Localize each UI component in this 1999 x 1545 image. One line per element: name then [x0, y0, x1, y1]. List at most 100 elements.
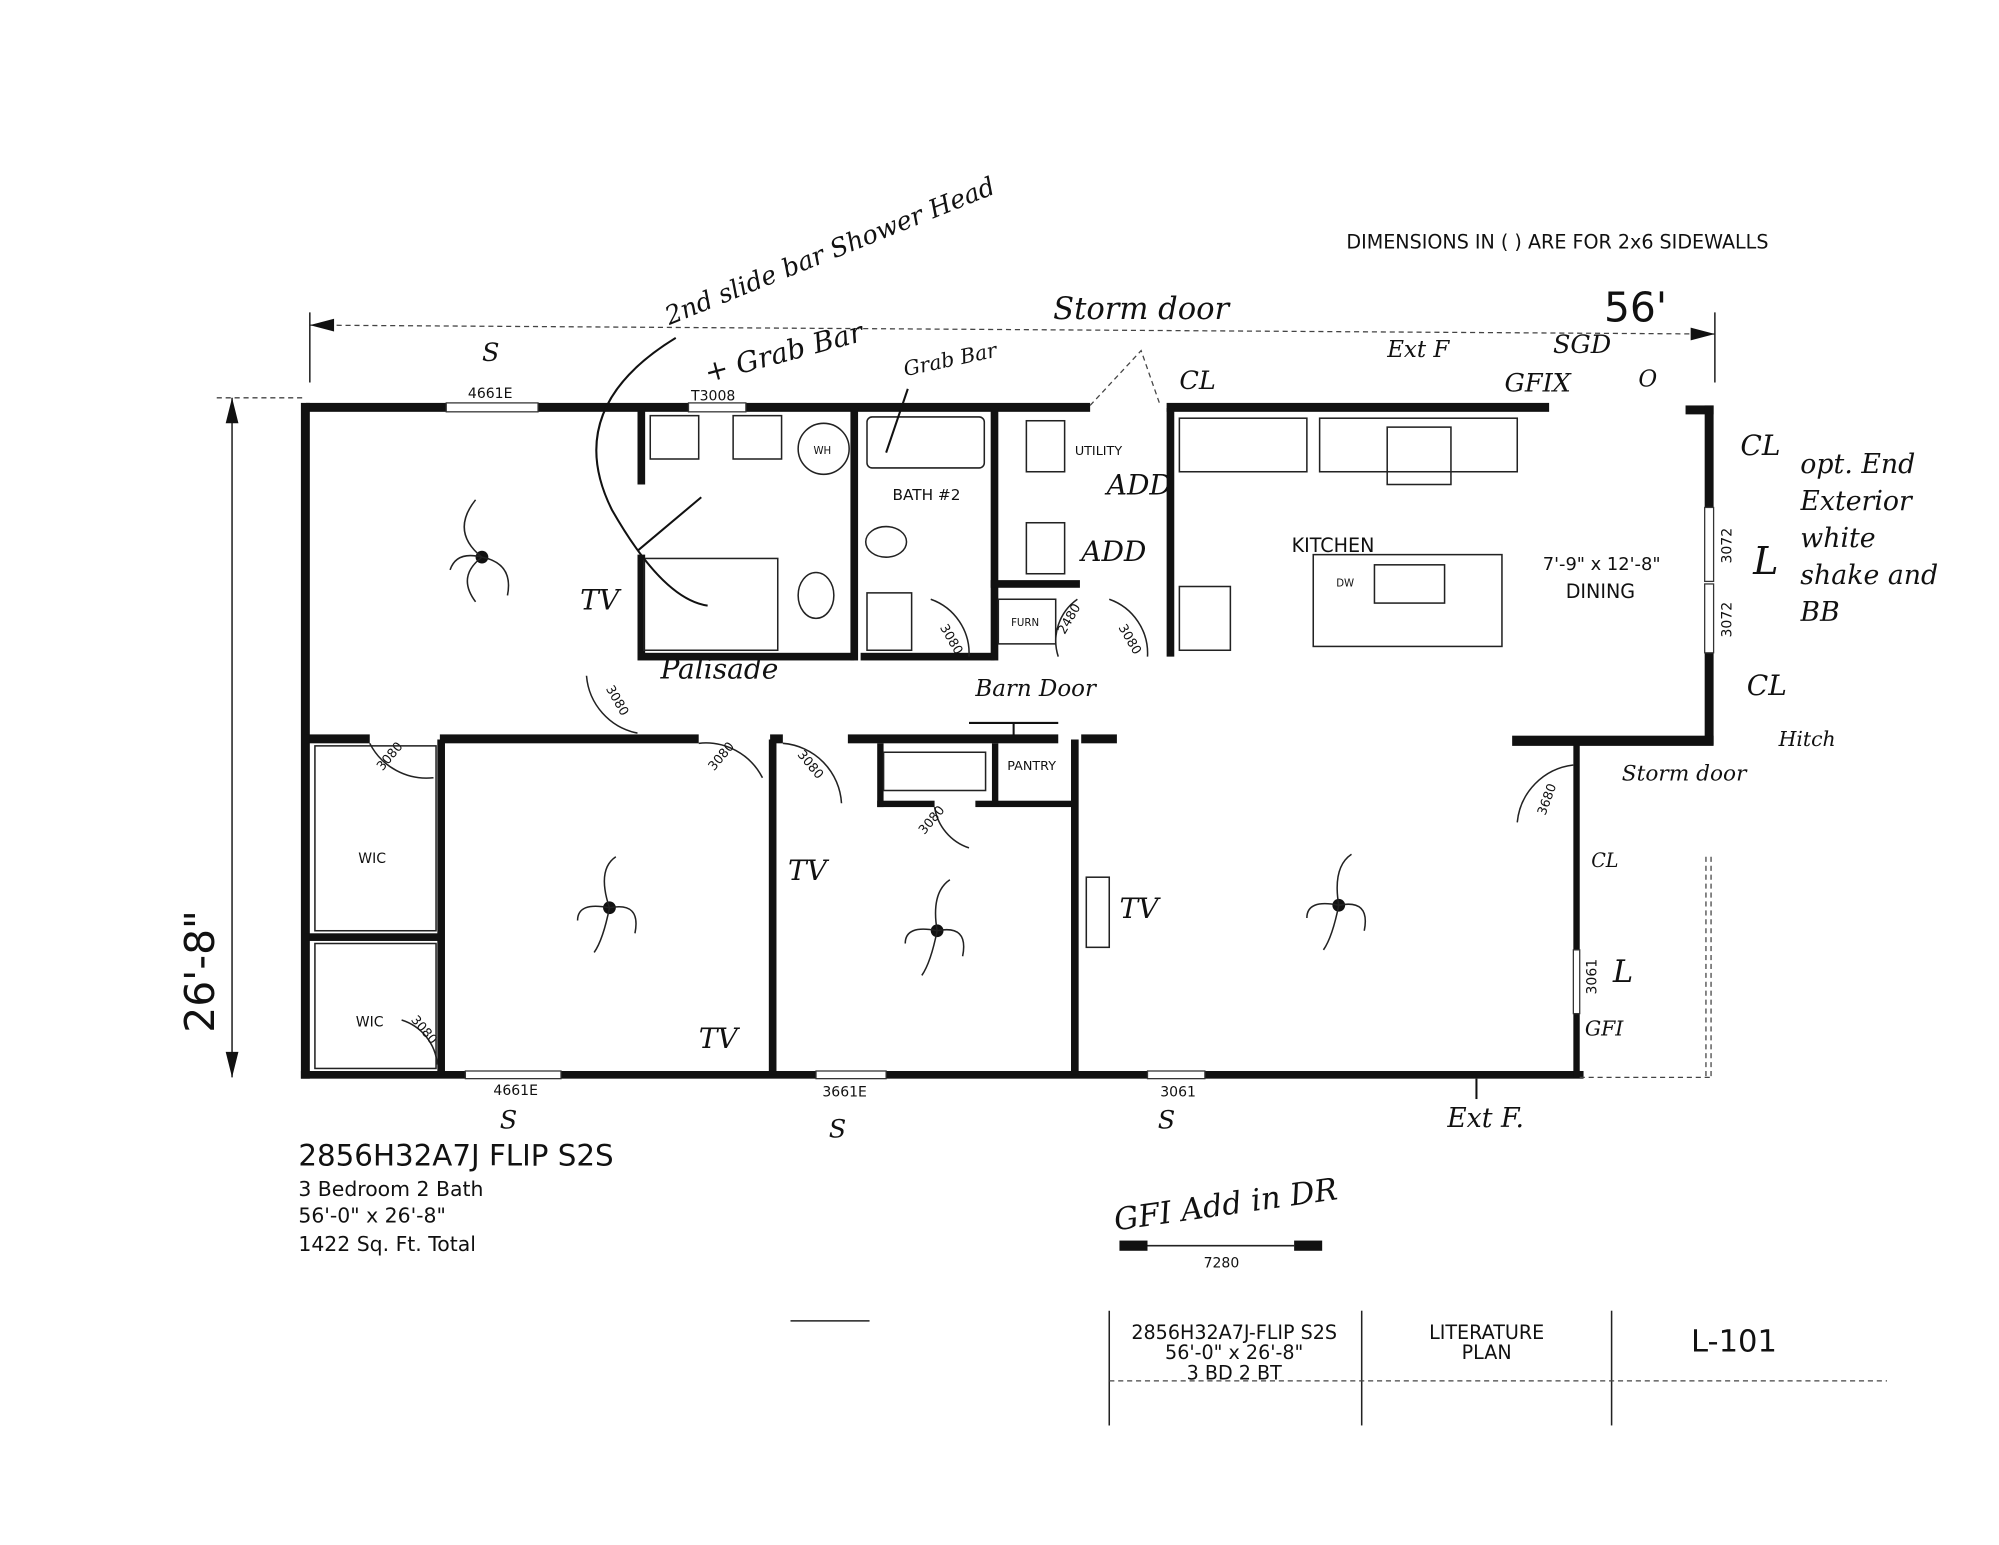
dimensions-note: DIMENSIONS IN ( ) ARE FOR 2x6 SIDEWALLS: [1346, 231, 1768, 254]
door-label: 2480: [1055, 601, 1084, 637]
annotation: CL: [1747, 669, 1787, 702]
bathtub: [866, 416, 986, 469]
annotation: ADD: [1078, 535, 1146, 568]
annotation: GFIX: [1505, 368, 1572, 398]
door-label: 3080: [916, 803, 948, 838]
annotation: CL: [1591, 849, 1618, 872]
ceiling-fan-icon: [576, 856, 637, 953]
annotation: L: [1612, 955, 1633, 990]
door-label: 3080: [936, 622, 965, 658]
annotation: Storm door: [1053, 292, 1231, 327]
walls: [300, 402, 1714, 1079]
shower: [643, 557, 779, 652]
annotation: GFI Add in DR: [1112, 1172, 1340, 1238]
door-label: 3080: [1115, 622, 1144, 658]
room-dining: DINING: [1566, 580, 1635, 603]
furnace-label: FURN: [1011, 618, 1039, 629]
room-wic: WIC: [356, 1014, 384, 1030]
room-kitchen: KITCHEN: [1292, 534, 1375, 557]
window-label: 3061: [1160, 1085, 1196, 1101]
fixtures: WH FURN DW: [314, 414, 1519, 1070]
model-area: 1422 Sq. Ft. Total: [298, 1232, 476, 1256]
room-labels: BATH #2 UTILITY KITCHEN 7'-9" x 12'-8" D…: [356, 444, 1661, 1030]
annotation: Grab Bar: [901, 338, 1000, 381]
windows: 4661E T3008 4661E 3661E 3061 3072 3072 3…: [445, 386, 1735, 1101]
water-heater: [797, 422, 850, 476]
ceiling-fan-icon: [1306, 853, 1367, 951]
kitchen-island: [1312, 553, 1503, 648]
ceiling-fan-icon: [904, 879, 965, 976]
model-name: 2856H32A7J FLIP S2S: [298, 1138, 613, 1172]
door-label: 3080: [794, 748, 826, 783]
model-size: 56'-0" x 26'-8": [298, 1204, 446, 1228]
annotation: SGD: [1553, 330, 1611, 360]
annotation: ADD: [1104, 469, 1172, 502]
annotation: Ext F: [1386, 337, 1450, 363]
annotation: TV: [580, 583, 622, 616]
ceiling-fan-icon: [449, 499, 510, 603]
dining-size: 7'-9" x 12'-8": [1543, 554, 1661, 575]
title-block-beds: 3 BD 2 BT: [1187, 1362, 1282, 1385]
dishwasher-label: DW: [1336, 579, 1354, 590]
annotation-ext-f: Ext F.: [1447, 1102, 1524, 1134]
door-label: 3080: [706, 739, 738, 774]
model-info: 2856H32A7J FLIP S2S 3 Bedroom 2 Bath 56'…: [298, 1138, 613, 1255]
door-label: 3680: [1535, 782, 1560, 818]
overall-width-label: 26'-8": [176, 910, 224, 1033]
annotation: O: [1638, 366, 1657, 392]
door-label: 3080: [602, 683, 631, 719]
model-beds: 3 Bedroom 2 Bath: [298, 1177, 483, 1201]
annotation: CL: [1179, 366, 1215, 396]
annotation: CL: [1740, 429, 1780, 462]
annotation: S: [482, 338, 499, 368]
annotation-end-exterior: opt. End Exterior white shake and BB: [1800, 448, 1939, 628]
door-label: 3080: [407, 1013, 439, 1048]
annotation: Palisade: [659, 652, 778, 685]
title-block-model: 2856H32A7J-FLIP S2S: [1131, 1321, 1337, 1344]
title-block-size: 56'-0" x 26'-8": [1165, 1341, 1303, 1364]
annotation: S: [829, 1114, 846, 1144]
door-7280-label: 7280: [1204, 1255, 1240, 1271]
doors: 3080 3080 3080 3080 3080 3080 3080 2480 …: [369, 349, 1574, 1065]
annotation: TV: [788, 854, 830, 887]
title-block: 2856H32A7J-FLIP S2S 56'-0" x 26'-8" 3 BD…: [790, 1310, 1887, 1426]
door-label: 3080: [374, 739, 406, 774]
annotation: Hitch: [1778, 727, 1836, 751]
water-heater-label: WH: [813, 446, 831, 457]
door-7280-symbol: 7280: [1119, 1240, 1323, 1271]
annotation: L: [1752, 539, 1778, 584]
annotation: GFI: [1585, 1016, 1624, 1040]
sheet-title-2: PLAN: [1462, 1341, 1512, 1364]
annotation: TV: [1119, 892, 1161, 925]
overall-width-dimension: 26'-8": [176, 397, 306, 1078]
window-label: 3661E: [822, 1085, 867, 1101]
annotation: + Grab Bar: [701, 315, 868, 389]
room-bath2: BATH #2: [893, 486, 961, 504]
sheet-title-1: LITERATURE: [1429, 1321, 1544, 1344]
window-label: 3061: [1584, 959, 1600, 995]
window-label: 3072: [1719, 602, 1735, 638]
room-utility: UTILITY: [1075, 444, 1123, 459]
toilet: [864, 525, 908, 558]
window-label: 3072: [1719, 528, 1735, 564]
porch-outline: [1579, 856, 1713, 1079]
window-label: 4661E: [468, 386, 513, 402]
range: [1386, 426, 1452, 486]
annotation: 2nd slide bar Shower Head: [660, 172, 1000, 332]
annotation: S: [500, 1105, 517, 1135]
room-pantry: PANTRY: [1007, 759, 1056, 774]
annotation: TV: [699, 1022, 741, 1055]
annotation: Storm door: [1622, 761, 1748, 786]
annotation: S: [1158, 1105, 1175, 1135]
sink: [1373, 564, 1446, 604]
annotation: Barn Door: [974, 676, 1098, 702]
overall-length-label: 56': [1604, 283, 1667, 331]
window-label: T3008: [690, 388, 735, 404]
ceiling-fans: [449, 499, 1367, 976]
sheet-number: L-101: [1691, 1324, 1777, 1359]
window-label: 4661E: [493, 1083, 538, 1099]
overall-length-dimension: 56': [309, 283, 1716, 383]
toilet: [797, 571, 835, 620]
